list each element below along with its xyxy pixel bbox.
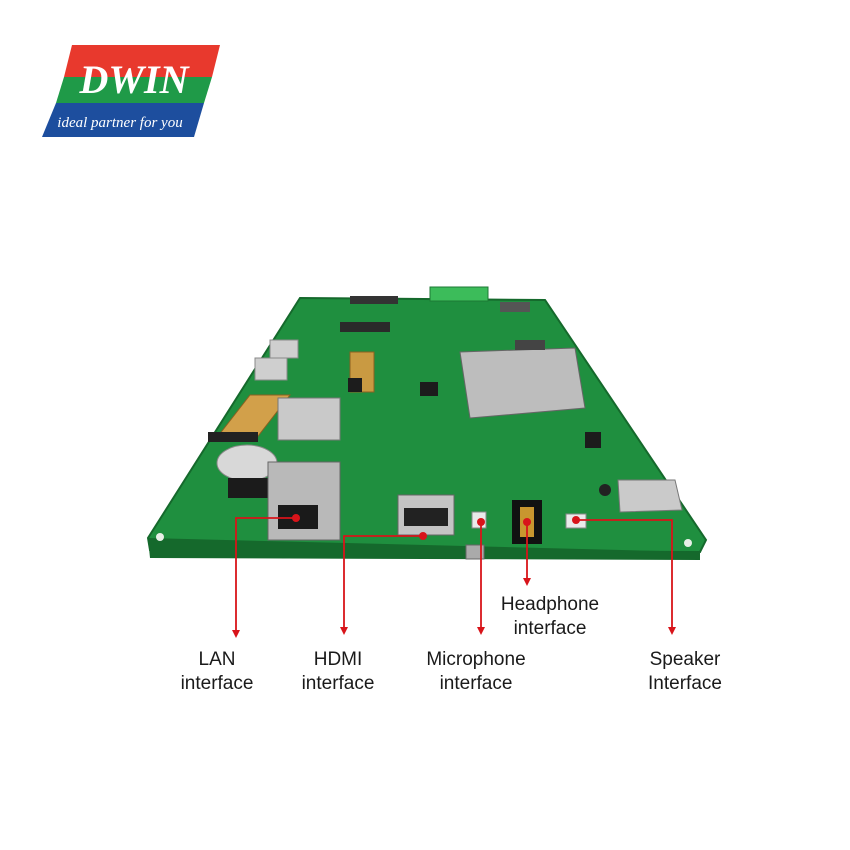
- logo-wordmark: DWIN: [79, 57, 191, 102]
- callout-speaker-label: Speaker Interface: [648, 649, 722, 694]
- callout-microphone-label: Microphone interface: [426, 649, 526, 694]
- callout-lan-label: LAN interface: [180, 649, 254, 694]
- callout-hdmi-label: HDMI interface: [301, 649, 375, 694]
- callout-headphone-label: Headphone interface: [500, 594, 600, 639]
- dwin-logo: DWIN ideal partner for you: [42, 45, 220, 137]
- logo-tagline: ideal partner for you: [57, 115, 182, 131]
